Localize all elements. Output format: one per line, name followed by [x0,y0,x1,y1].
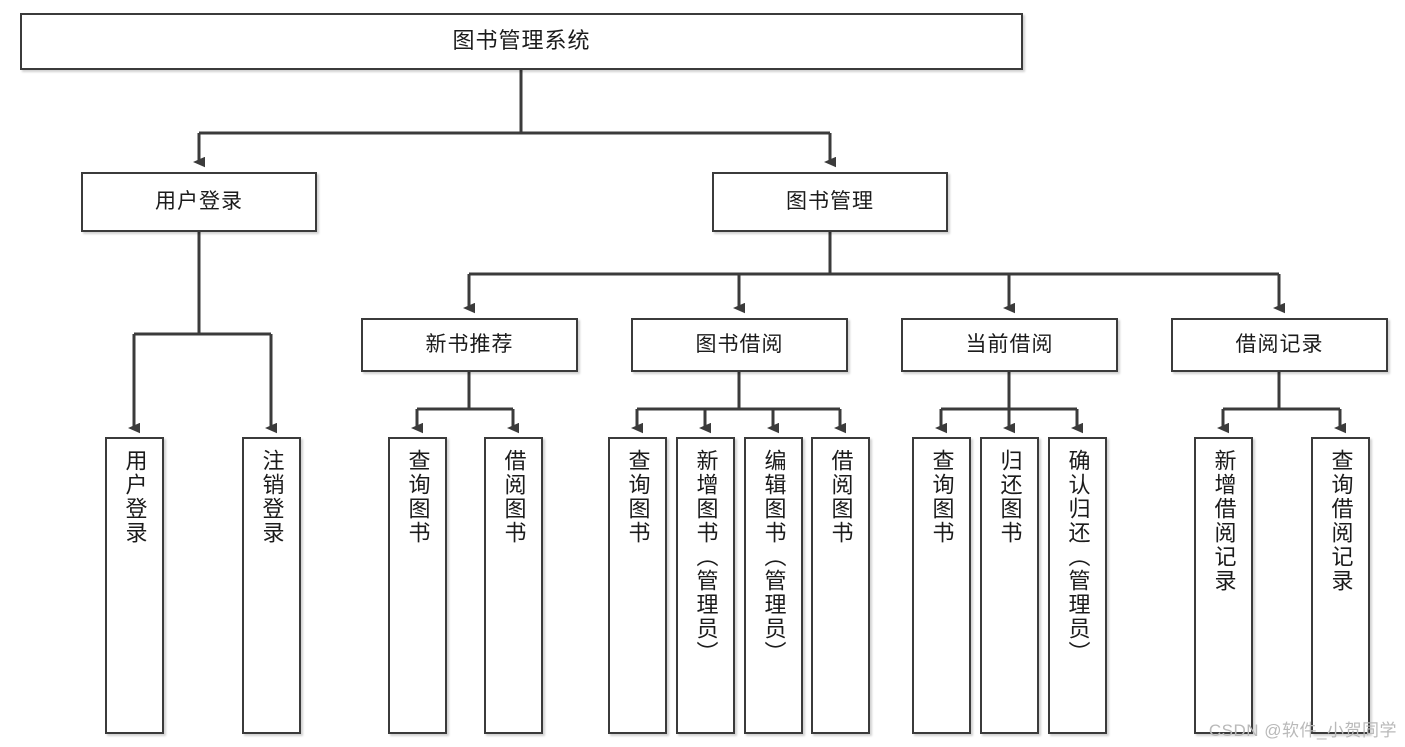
node-label: 确认归还（管理员） [1065,449,1091,665]
leaf-record-add-borrow-record[interactable]: 新增借阅记录 [1194,437,1253,734]
node-book-management[interactable]: 图书管理 [712,172,948,232]
node-label: 查询借阅记录 [1328,449,1354,593]
node-borrowing-record[interactable]: 借阅记录 [1171,318,1388,372]
leaf-current-return-book[interactable]: 归还图书 [980,437,1039,734]
leaf-borrow-query-book[interactable]: 查询图书 [608,437,667,734]
leaf-borrow-add-book-admin[interactable]: 新增图书（管理员） [676,437,735,734]
node-label: 新书推荐 [425,333,514,357]
leaf-user-login[interactable]: 用户登录 [105,437,164,734]
node-current-borrowing[interactable]: 当前借阅 [901,318,1118,372]
leaf-current-query-book[interactable]: 查询图书 [912,437,971,734]
leaf-record-query-borrow-record[interactable]: 查询借阅记录 [1311,437,1370,734]
leaf-recommend-borrow-book[interactable]: 借阅图书 [484,437,543,734]
node-user-login[interactable]: 用户登录 [81,172,317,232]
node-label: 借阅记录 [1235,333,1324,357]
leaf-current-confirm-return-admin[interactable]: 确认归还（管理员） [1048,437,1107,734]
leaf-recommend-query-book[interactable]: 查询图书 [388,437,447,734]
node-new-book-recommendation[interactable]: 新书推荐 [361,318,578,372]
node-label: 查询图书 [625,449,651,545]
node-label: 查询图书 [929,449,955,545]
leaf-borrow-edit-book-admin[interactable]: 编辑图书（管理员） [744,437,803,734]
node-label: 借阅图书 [501,449,527,545]
node-label: 新增借阅记录 [1211,449,1237,593]
watermark: CSDN @软件_小贺同学 [1208,721,1397,740]
node-label: 查询图书 [405,449,431,545]
node-label: 注销登录 [259,449,285,545]
node-label: 图书借阅 [695,333,784,357]
node-label: 归还图书 [997,449,1023,545]
node-label: 图书管理 [786,190,874,214]
node-label: 图书管理系统 [452,28,591,54]
node-book-borrowing[interactable]: 图书借阅 [631,318,848,372]
node-label: 编辑图书（管理员） [761,449,787,665]
node-label: 用户登录 [155,190,243,214]
node-label: 新增图书（管理员） [693,449,719,665]
node-label: 用户登录 [122,449,148,545]
leaf-logout[interactable]: 注销登录 [242,437,301,734]
leaf-borrow-borrow-book[interactable]: 借阅图书 [811,437,870,734]
node-label: 借阅图书 [828,449,854,545]
node-root-book-management-system[interactable]: 图书管理系统 [20,13,1023,70]
node-label: 当前借阅 [965,333,1054,357]
